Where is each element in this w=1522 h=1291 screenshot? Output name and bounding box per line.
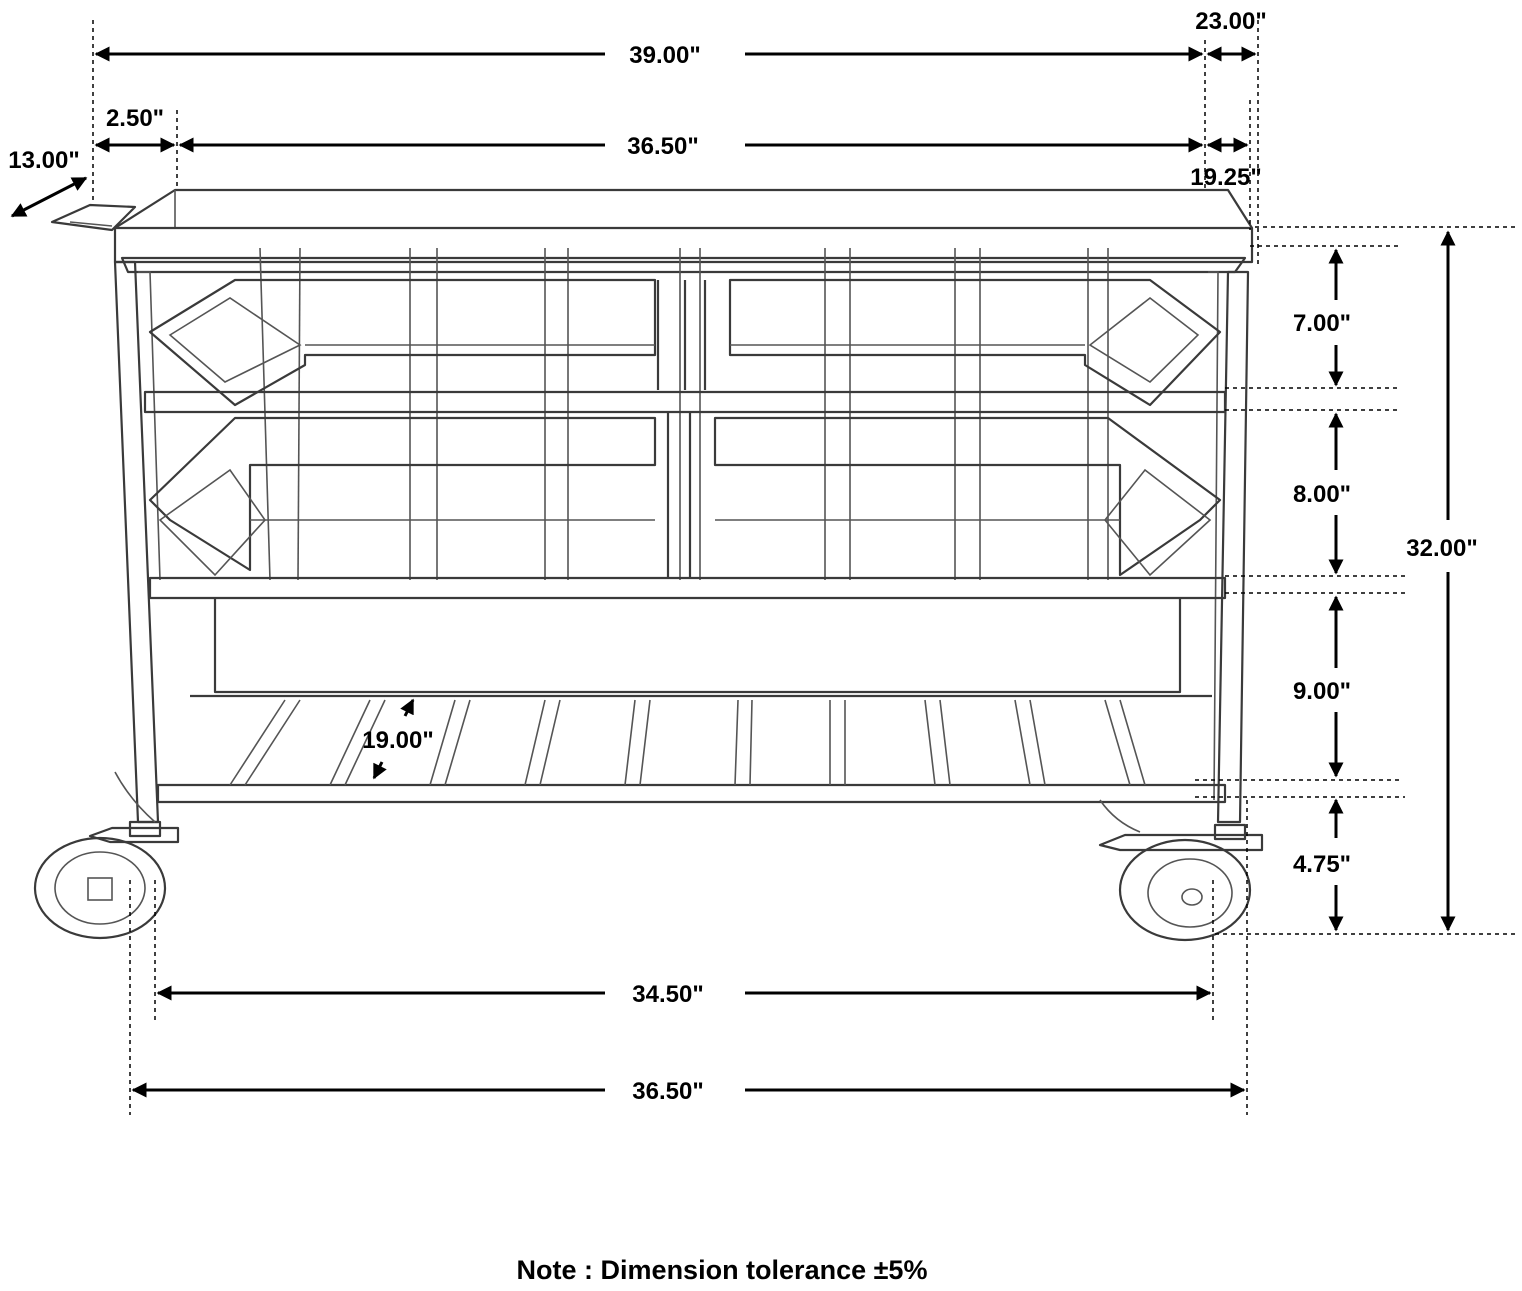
label-top-width: 36.50": [627, 133, 698, 160]
label-shelf-depth: 19.00": [362, 727, 433, 754]
label-side-depth: 23.00": [1195, 8, 1266, 35]
dimension-labels: 39.00" 23.00" 2.50" 36.50" 13.00" 19.25"…: [8, 8, 1477, 1105]
label-overall-height: 32.00": [1406, 535, 1477, 562]
cart-drawing: [33, 188, 1264, 942]
middle-drawer: [148, 412, 1227, 600]
label-inner-leg-span: 34.50": [632, 981, 703, 1008]
back-grid: [259, 247, 1109, 581]
label-top-drawer-height: 7.00": [1293, 310, 1351, 337]
open-shelf-back: [213, 598, 1182, 694]
top-edge-band: [120, 256, 1247, 274]
label-top-depth: 19.25": [1190, 164, 1261, 191]
label-handle-depth: 13.00": [8, 147, 79, 174]
dimension-arrows: [10, 46, 1456, 1098]
label-base-width: 36.50": [632, 1078, 703, 1105]
label-caster-height: 4.75": [1293, 851, 1351, 878]
front-right-leg: [1216, 270, 1250, 824]
left-caster: [33, 771, 180, 940]
extension-lines: [92, 20, 1515, 1115]
label-middle-drawer-height: 8.00": [1293, 481, 1351, 508]
label-overall-width: 39.00": [629, 42, 700, 69]
side-handle: [50, 203, 137, 232]
right-caster: [1098, 799, 1264, 942]
bottom-shelf: [156, 694, 1227, 804]
label-open-shelf-height: 9.00": [1293, 678, 1351, 705]
label-handle-offset: 2.50": [106, 105, 164, 132]
front-left-leg: [113, 260, 160, 824]
tolerance-note: Note : Dimension tolerance ±5%: [517, 1255, 928, 1285]
top-drawer: [143, 278, 1227, 414]
cart-top: [113, 188, 1254, 264]
